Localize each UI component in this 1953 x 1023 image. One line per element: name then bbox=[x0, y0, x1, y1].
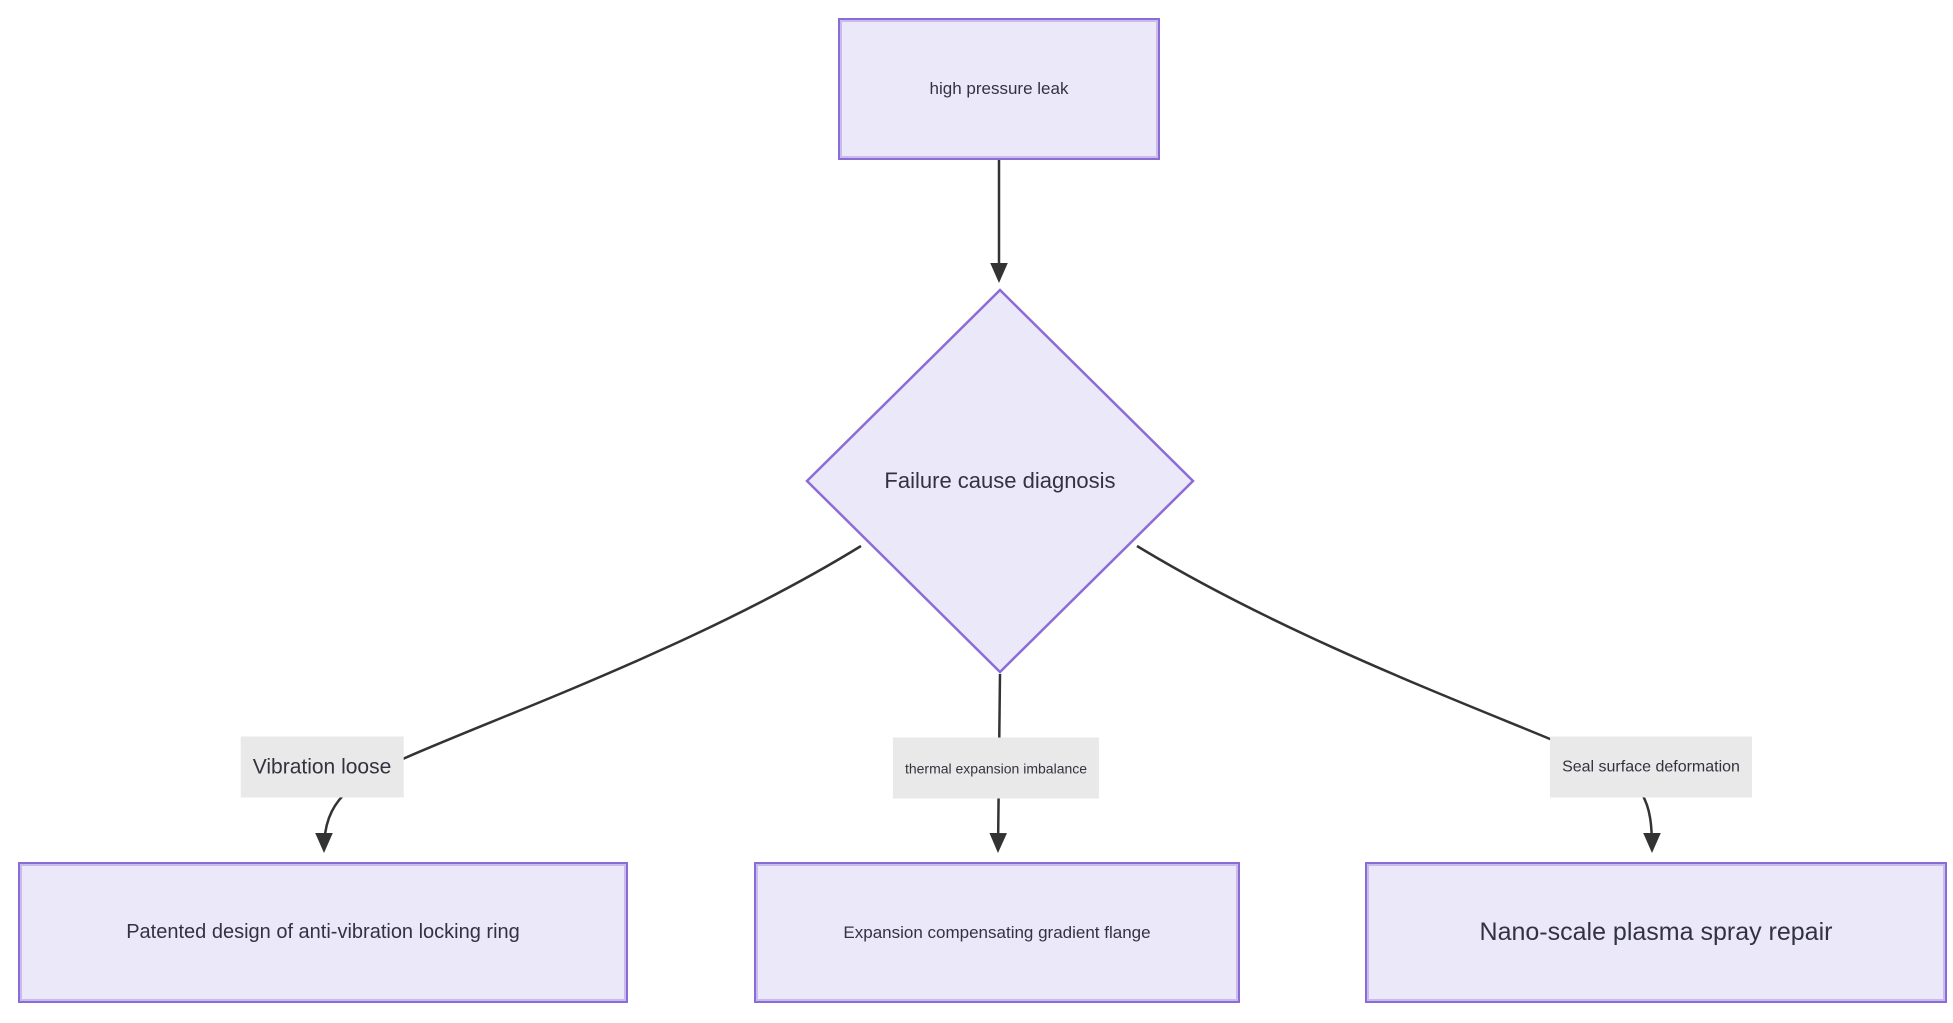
edge-label-seal-surface-deformation: Seal surface deformation bbox=[1550, 736, 1752, 798]
edge-label-thermal-expansion-imbalance: thermal expansion imbalance bbox=[892, 737, 1100, 799]
node-expansion-compensating-gradient-flange: Expansion compensating gradient flange bbox=[754, 862, 1240, 1003]
node-label: Nano-scale plasma spray repair bbox=[1479, 918, 1833, 946]
decision-node-shape bbox=[805, 288, 1195, 674]
edge-label-vibration-loose: Vibration loose bbox=[240, 736, 404, 798]
edge-label-text: Vibration loose bbox=[252, 755, 392, 778]
edge-decision-to-right bbox=[1136, 544, 1661, 853]
node-nano-scale-plasma-spray-repair: Nano-scale plasma spray repair bbox=[1365, 862, 1947, 1003]
edge-label-text: Seal surface deformation bbox=[1562, 758, 1740, 775]
edge-decision-to-left bbox=[315, 544, 862, 853]
node-anti-vibration-locking-ring: Patented design of anti-vibration lockin… bbox=[18, 862, 628, 1003]
node-failure-cause-diagnosis-label: Failure cause diagnosis bbox=[884, 468, 1116, 493]
node-high-pressure-leak: high pressure leak bbox=[838, 18, 1160, 160]
node-label: Patented design of anti-vibration lockin… bbox=[126, 921, 520, 943]
edge-label-text: thermal expansion imbalance bbox=[904, 760, 1088, 776]
node-label: Expansion compensating gradient flange bbox=[843, 922, 1151, 942]
node-label: high pressure leak bbox=[929, 79, 1069, 98]
